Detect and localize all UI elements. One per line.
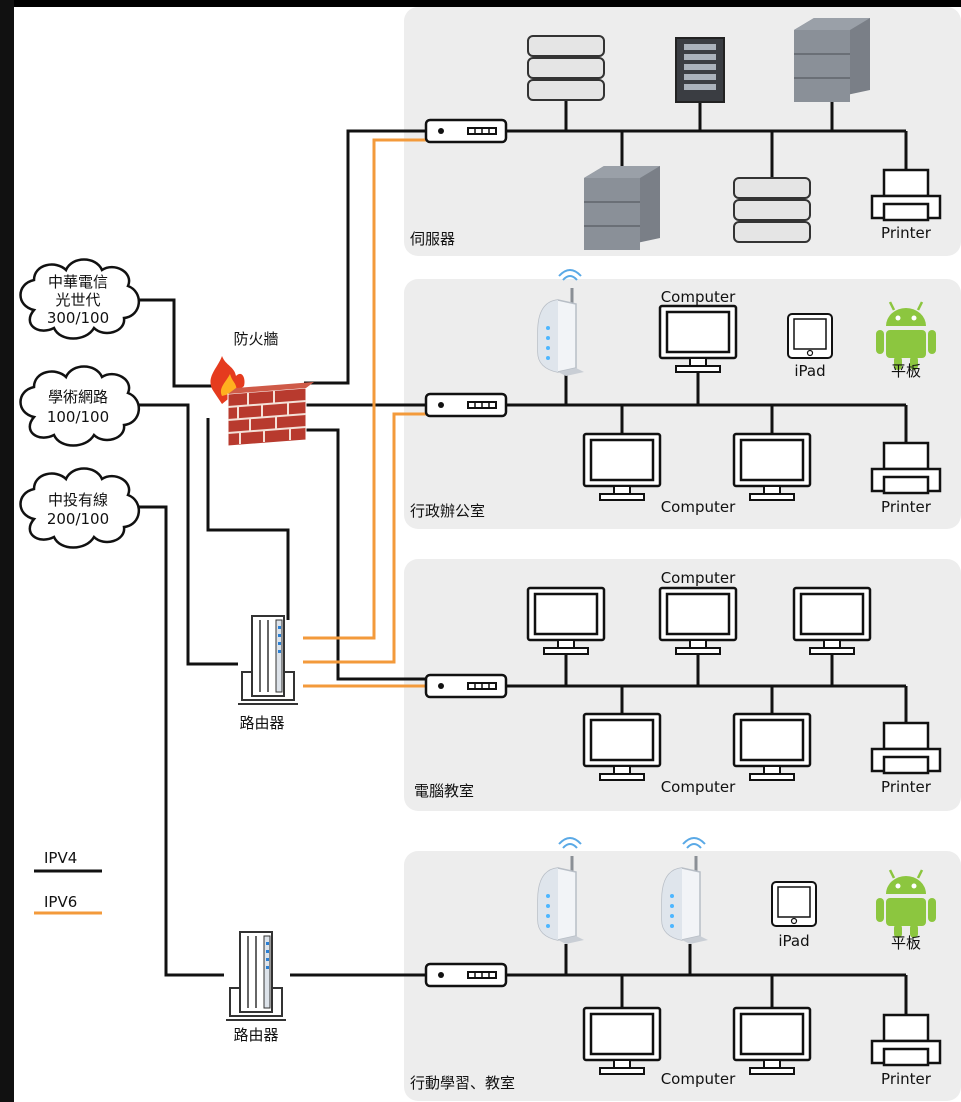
isp-name: 中投有線 [48,491,108,509]
zone-label-mobile-classroom: 行動學習、教室 [410,1074,515,1092]
tablet-label: 平板 [891,934,921,952]
server-tower-icon [584,166,660,250]
server-rack-icon [734,178,810,242]
router-icon [226,932,286,1020]
zone-label-servers: 伺服器 [410,230,455,248]
printer-label: Printer [881,1070,932,1088]
router-label: 路由器 [239,714,284,732]
ipad-icon [772,882,816,926]
switch-icon [426,964,506,986]
window-edge [0,0,14,1102]
ipad-label: iPad [794,362,825,380]
network-diagram-svg: Printer 伺服器 Computer iPad 平板 Computer Pr… [14,7,961,1102]
network-diagram: Printer 伺服器 Computer iPad 平板 Computer Pr… [14,7,961,1102]
computer-label: Computer [661,498,736,516]
router-icon [238,616,298,704]
ipad-label: iPad [778,932,809,950]
zone-label-computer-lab: 電腦教室 [414,782,474,800]
printer-label: Printer [881,498,932,516]
server-cabinet-icon [676,38,724,102]
switch-icon [426,394,506,416]
switch-icon [426,675,506,697]
firewall-icon [210,356,314,446]
ipad-icon [788,314,832,358]
printer-label: Printer [881,778,932,796]
switch-icon [426,120,506,142]
ipv4-links [138,131,426,975]
server-rack-icon [528,36,604,100]
isp-name: 中華電信 [48,273,108,291]
isp-name: 學術網路 [48,388,108,406]
server-tower-icon [794,18,870,102]
computer-label: Computer [661,288,736,306]
isp-speed: 300/100 [47,309,109,327]
legend-ipv4-label: IPV4 [44,849,77,867]
isp-speed: 200/100 [47,510,109,528]
router-label: 路由器 [233,1026,278,1044]
firewall-label: 防火牆 [233,330,278,348]
legend: IPV4 IPV6 [34,849,102,913]
isp-cloud-icon [21,367,139,446]
isp-sub: 光世代 [55,291,100,309]
tablet-label: 平板 [891,362,921,380]
printer-label: Printer [881,224,932,242]
legend-ipv6-label: IPV6 [44,893,77,911]
zone-label-admin-office: 行政辦公室 [410,502,485,520]
computer-label: Computer [661,569,736,587]
computer-label: Computer [661,778,736,796]
isp-speed: 100/100 [47,408,109,426]
computer-label: Computer [661,1070,736,1088]
